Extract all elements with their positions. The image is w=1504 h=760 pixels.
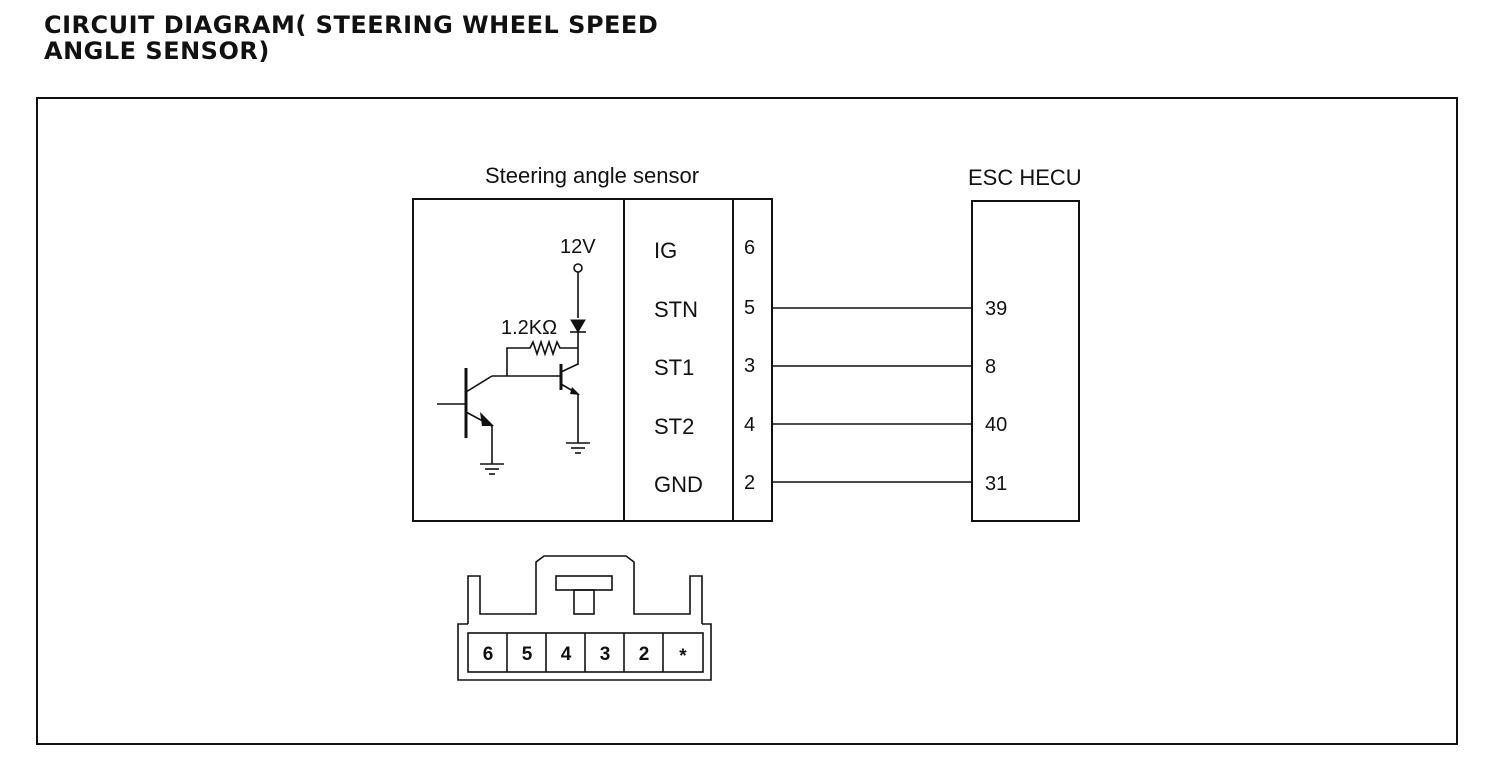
ecu-pin-st1: 8 [985,356,996,378]
title-line-2: ANGLE SENSOR) [44,37,270,65]
connector-face: 6 5 4 3 2 * [457,555,712,681]
ecu-pin-st2: 40 [985,414,1007,436]
signal-ig: IG [654,238,677,263]
sensor-internal-circuit: 12V 1.2KΩ [437,236,596,475]
sensor-pin-stn: 5 [744,297,755,319]
connector-pin-5: 5 [522,644,533,665]
supply-label: 12V [560,236,596,258]
transistor-right [559,363,590,454]
ecu-pin-gnd: 31 [985,473,1007,495]
sensor-pin-st2: 4 [744,414,755,436]
diagram-frame [36,97,1458,745]
sensor-pin-gnd: 2 [744,472,755,494]
sensor-box [412,198,773,522]
connector-pin-blank: * [679,646,687,667]
supply-terminal [573,263,583,273]
resistor-label: 1.2KΩ [501,317,557,339]
ecu-pin-stn: 39 [985,298,1007,320]
connector-pin-6: 6 [483,644,494,665]
ecu-box [971,200,1080,522]
diagram-title: CIRCUIT DIAGRAM( STEERING WHEEL SPEED AN… [44,12,658,64]
connector-pin-3: 3 [600,644,611,665]
signal-gnd: GND [654,472,703,497]
title-line-1: CIRCUIT DIAGRAM( STEERING WHEEL SPEED [44,11,659,39]
signal-st2: ST2 [654,414,694,439]
signal-st1: ST1 [654,355,694,380]
connector-pin-4: 4 [561,644,572,665]
sensor-pin-st1: 3 [744,355,755,377]
transistor-left [437,368,504,475]
connector-pin-2: 2 [639,644,650,665]
diode-symbol [570,319,586,333]
resistor-symbol [506,339,578,376]
sensor-name: Steering angle sensor [485,163,699,188]
signal-stn: STN [654,297,698,322]
ecu-name: ESC HECU [968,165,1082,190]
sensor-pin-ig: 6 [744,237,755,259]
